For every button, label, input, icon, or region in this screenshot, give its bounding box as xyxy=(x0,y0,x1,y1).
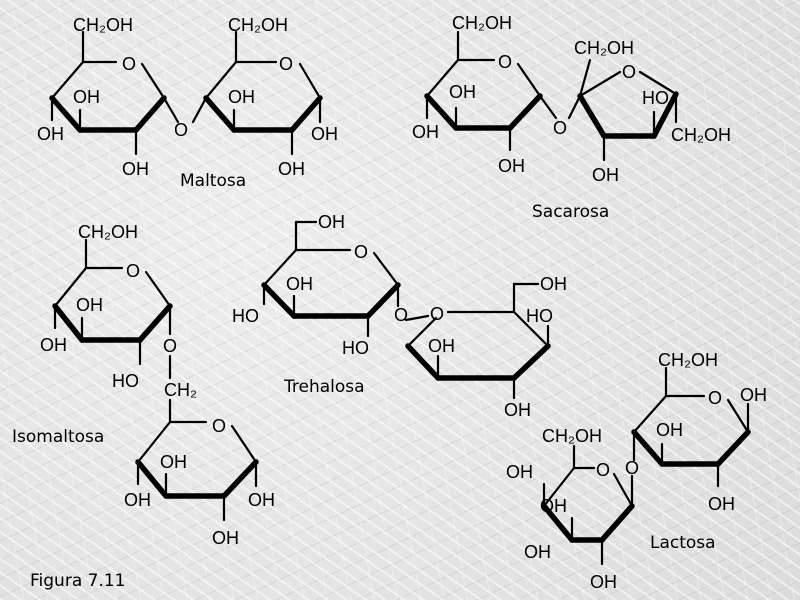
sacarosa-structure: CH₂OH O OH OH OH O CH₂OH O HO CH₂OH OH S… xyxy=(412,13,731,222)
lactosa-ch2oh-2: CH₂OH xyxy=(542,426,602,446)
maltosa-oh-b: OH xyxy=(37,124,64,144)
sacarosa-oh-e: OH xyxy=(592,165,619,185)
maltosa-oh-e: OH xyxy=(311,124,338,144)
sacarosa-ring-oxygen-2: O xyxy=(622,62,636,82)
sacarosa-ho: HO xyxy=(642,88,669,108)
maltosa-ch2oh-2: CH₂OH xyxy=(228,15,288,35)
trehalosa-oh-a: OH xyxy=(286,274,313,294)
sacarosa-ch2oh-1: CH₂OH xyxy=(452,13,512,33)
lactosa-ring-oxygen-1: O xyxy=(708,388,722,408)
trehalosa-label: Trehalosa xyxy=(283,377,365,397)
maltosa-ring-oxygen-1: O xyxy=(122,54,136,74)
lactosa-oh-f: OH xyxy=(524,542,551,562)
lactosa-oh-b: OH xyxy=(656,420,683,440)
sacarosa-ch2oh-3: CH₂OH xyxy=(671,125,731,145)
isomaltosa-oh-b: OH xyxy=(40,335,67,355)
trehalosa-oh-f: OH xyxy=(504,400,531,420)
isomaltosa-ho: HO xyxy=(112,371,139,391)
isomaltosa-ch2-link: CH₂ xyxy=(164,380,197,400)
isomaltosa-oh-d: OH xyxy=(160,452,187,472)
maltosa-ch2oh-1: CH₂OH xyxy=(73,15,133,35)
maltosa-label: Maltosa xyxy=(180,171,246,191)
maltosa-oh-c: OH xyxy=(122,159,149,179)
isomaltosa-glycosidic-oxygen: O xyxy=(163,336,177,356)
isomaltosa-oh-a: OH xyxy=(76,295,103,315)
isomaltosa-oh-f: OH xyxy=(248,490,275,510)
trehalosa-ring-oxygen-2: O xyxy=(430,304,444,324)
sacarosa-oh-a: OH xyxy=(449,82,476,102)
isomaltosa-ring-oxygen-1: O xyxy=(126,261,140,281)
isomaltosa-ring-oxygen-2: O xyxy=(212,416,226,436)
maltosa-oh-f: OH xyxy=(278,159,305,179)
trehalosa-structure: OH O OH HO HO O O OH HO OH OH Trehalosa xyxy=(232,212,567,420)
sacarosa-label: Sacarosa xyxy=(532,202,609,222)
lactosa-structure: CH₂OH O OH OH OH O CH₂OH O OH OH OH OH L… xyxy=(506,350,767,592)
isomaltosa-oh-g: OH xyxy=(212,528,239,548)
sacarosa-oh-b: OH xyxy=(412,122,439,142)
maltosa-glycosidic-oxygen: O xyxy=(174,120,188,140)
isomaltosa-structure: CH₂OH O OH OH HO O CH₂ O OH OH OH OH Iso… xyxy=(12,222,275,548)
sacarosa-oh-c: OH xyxy=(498,156,525,176)
trehalosa-oh-top-2: OH xyxy=(540,274,567,294)
lactosa-ch2oh-1: CH₂OH xyxy=(658,350,718,370)
trehalosa-oh-top-1: OH xyxy=(318,212,345,232)
maltosa-oh-a: OH xyxy=(73,87,100,107)
lactosa-glycosidic-oxygen: O xyxy=(625,458,639,478)
maltosa-ring-oxygen-2: O xyxy=(279,54,293,74)
lactosa-oh-a: OH xyxy=(740,385,767,405)
trehalosa-ho-d: HO xyxy=(526,306,553,326)
maltosa-oh-d: OH xyxy=(228,87,255,107)
maltosa-structure: CH₂OH O OH OH OH O CH₂OH O OH OH OH Malt… xyxy=(37,15,338,191)
sacarosa-glycosidic-oxygen: O xyxy=(553,118,567,138)
sacarosa-ring-oxygen-1: O xyxy=(498,52,512,72)
trehalosa-ho-c: HO xyxy=(342,338,369,358)
lactosa-label: Lactosa xyxy=(650,533,716,553)
trehalosa-oh-e: OH xyxy=(428,336,455,356)
lactosa-oh-d: OH xyxy=(506,462,533,482)
isomaltosa-label: Isomaltosa xyxy=(12,427,104,447)
sacarosa-ch2oh-2: CH₂OH xyxy=(574,38,634,58)
trehalosa-ring-oxygen-1: O xyxy=(354,242,368,262)
lactosa-oh-c: OH xyxy=(708,494,735,514)
trehalosa-ho-b: HO xyxy=(232,306,259,326)
figure-caption: Figura 7.11 xyxy=(30,571,126,591)
trehalosa-glycosidic-oxygen: O xyxy=(394,305,408,325)
lactosa-oh-g: OH xyxy=(590,572,617,592)
isomaltosa-oh-e: OH xyxy=(124,490,151,510)
isomaltosa-ch2oh-1: CH₂OH xyxy=(78,222,138,242)
lactosa-ring-oxygen-2: O xyxy=(596,460,610,480)
lactosa-oh-e: OH xyxy=(540,496,567,516)
